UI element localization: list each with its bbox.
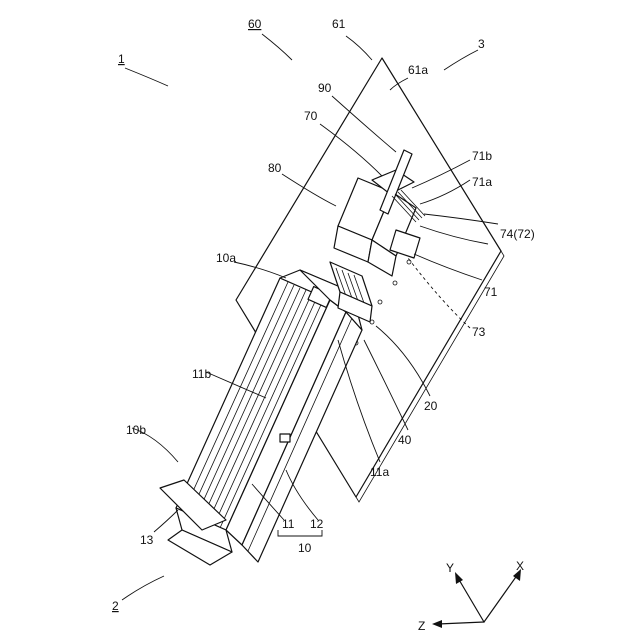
- label-13: 13: [140, 533, 154, 547]
- label-61: 61: [332, 17, 346, 31]
- label-74-72: 74(72): [500, 227, 535, 241]
- label-61a: 61a: [408, 63, 428, 77]
- label-11a: 11a: [370, 465, 389, 479]
- label-12: 12: [310, 517, 324, 531]
- label-3: 3: [478, 37, 485, 51]
- label-1: 1: [118, 52, 125, 66]
- label-11b: 11b: [192, 367, 211, 381]
- label-90: 90: [318, 81, 332, 95]
- label-10a: 10a: [216, 251, 236, 265]
- label-71: 71: [484, 285, 498, 299]
- label-20: 20: [424, 399, 438, 413]
- label-10: 10: [298, 541, 312, 555]
- axis-label-z: Z: [418, 619, 425, 633]
- label-71b: 71b: [472, 149, 492, 163]
- label-70: 70: [304, 109, 318, 123]
- label-73: 73: [472, 325, 486, 339]
- axis-label-y: Y: [446, 561, 454, 575]
- label-60: 60: [248, 17, 262, 31]
- label-71a: 71a: [472, 175, 492, 189]
- label-11: 11: [282, 517, 295, 531]
- label-40: 40: [398, 433, 412, 447]
- label-10b: 10b: [126, 423, 146, 437]
- label-80: 80: [268, 161, 282, 175]
- axis-label-x: X: [516, 559, 524, 573]
- axis-triad: [432, 569, 521, 628]
- label-2: 2: [112, 599, 119, 613]
